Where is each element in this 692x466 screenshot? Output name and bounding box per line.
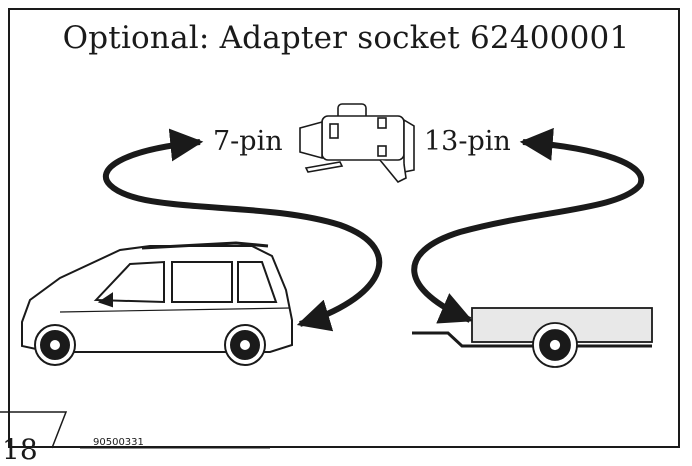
car-icon [21,241,293,366]
page-corner-tab [0,411,68,449]
left-connection-arrow [102,128,383,332]
page-number: 18 [2,433,38,466]
right-connection-arrow [411,127,645,324]
thirteen-pin-label: 13-pin [424,126,511,157]
trailer-icon [412,307,653,368]
figure-title: Optional: Adapter socket 62400001 [62,20,630,56]
figure-reference-code: 90500331 [93,437,144,448]
adapter-socket-icon [299,103,415,184]
seven-pin-label: 7-pin [213,126,283,157]
